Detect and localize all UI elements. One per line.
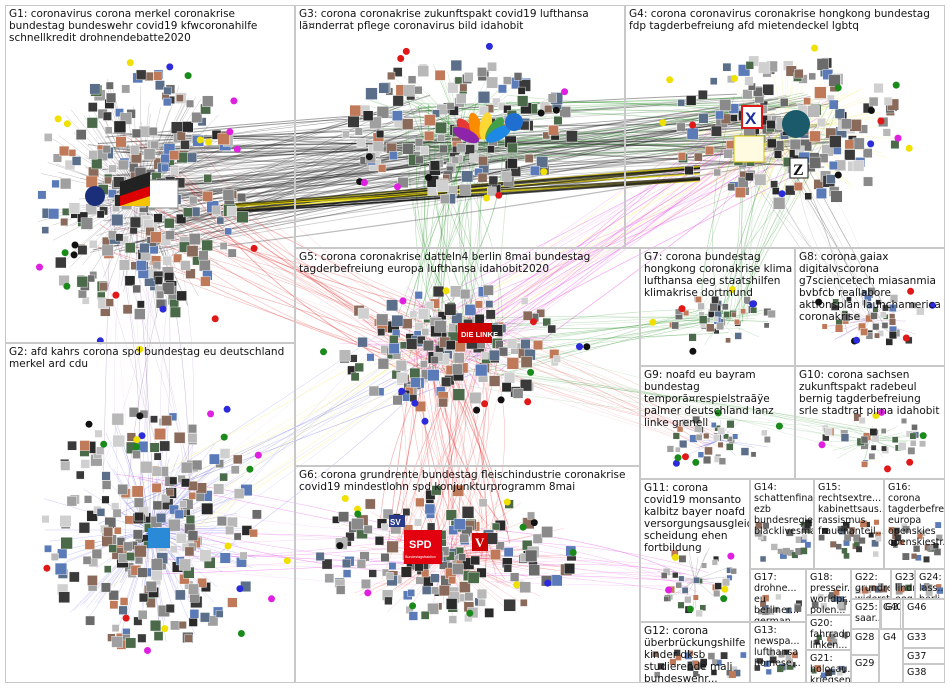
group-panel-g9: G9: noafd eu bayram bundestag temporã¤re…: [640, 366, 795, 479]
group-panel-g28: G28: [851, 629, 879, 655]
group-label-g24: G24: lass... berli...: [919, 572, 943, 599]
group-label-g29: G29: [855, 658, 874, 669]
group-panel-g3: G3: corona coronakrise zukunftspakt covi…: [295, 5, 625, 248]
group-label-g37: G37: [907, 651, 926, 662]
group-label-g44: G4: [883, 632, 896, 643]
group-label-g21: G21: holocau... kriegsen...: [810, 653, 849, 683]
group-panel-g20: G20: fahrradp... linken...: [806, 615, 851, 650]
group-panel-g1: G1: coronavirus corona merkel coronakris…: [5, 5, 295, 343]
group-panel-g5: G5: corona coronakrise datteln4 berlin 8…: [295, 248, 640, 466]
group-label-g8: G8: corona gaiax digitalvscorona g7scien…: [799, 251, 943, 323]
group-label-g2: G2: afd kahrs corona spd bundestag eu de…: [9, 346, 293, 370]
group-label-g25: G25: saar...: [855, 602, 879, 624]
group-label-g12: G12: corona überbrückungshilfe kinder dk…: [644, 625, 748, 683]
group-label-g38: G38: [907, 667, 926, 678]
group-label-g18: G18: presseir... worldpr... polen...: [810, 572, 849, 615]
group-panel-g29: G29: [851, 655, 879, 683]
group-label-g5: G5: corona coronakrise datteln4 berlin 8…: [299, 251, 638, 275]
group-label-g16: G16: corona tagderbefre... europa opensk…: [888, 482, 943, 548]
group-panel-g44: G4: [879, 629, 903, 683]
group-label-g7: G7: corona bundestag hongkong coronakris…: [644, 251, 793, 299]
group-panel-g21: G21: holocau... kriegsen...: [806, 650, 851, 683]
group-label-g11: G11: corona covid19 monsanto kalbitz bay…: [644, 482, 748, 554]
group-panel-g4: G4: corona coronavirus coronakrise hongk…: [625, 5, 945, 248]
group-label-g4: G4: corona coronavirus coronakrise hongk…: [629, 8, 943, 32]
group-panel-g38: G38: [903, 664, 945, 683]
group-label-g22: G22: grundre... widerst...: [855, 572, 889, 599]
group-panel-g2: G2: afd kahrs corona spd bundestag eu de…: [5, 343, 295, 683]
group-panel-g37: G37: [903, 648, 945, 664]
group-label-g46: G46: [907, 602, 926, 613]
group-label-g1: G1: coronavirus corona merkel coronakris…: [9, 8, 293, 44]
group-label-g10: G10: corona sachsen zukunftspakt radebeu…: [799, 369, 943, 417]
group-panel-g13: G13: newspa... lufthansa homese...: [750, 622, 806, 683]
group-label-g28: G28: [855, 632, 874, 643]
group-label-g40: G40: [883, 602, 899, 613]
group-label-g20: G20: fahrradp... linken...: [810, 618, 849, 650]
group-panel-g11: G11: corona covid19 monsanto kalbitz bay…: [640, 479, 750, 622]
group-panel-g10: G10: corona sachsen zukunftspakt radebeu…: [795, 366, 945, 479]
group-label-g23: G23: lindner eeg: [895, 572, 913, 599]
group-panel-g6: G6: corona grundrente bundestag fleischi…: [295, 466, 640, 683]
group-panel-g18: G18: presseir... worldpr... polen...: [806, 569, 851, 615]
group-panel-g22: G22: grundre... widerst...: [851, 569, 891, 599]
group-label-g17: G17: drohne... eu berliner... german nuc…: [754, 572, 804, 622]
group-panel-g8: G8: corona gaiax digitalvscorona g7scien…: [795, 248, 945, 366]
group-panel-g46: G46: [903, 599, 945, 629]
group-label-g6: G6: corona grundrente bundestag fleischi…: [299, 469, 638, 493]
group-panel-g17: G17: drohne... eu berliner... german nuc…: [750, 569, 806, 622]
group-label-g14: G14: schattenfinanz... ezb bundesregieru…: [754, 482, 812, 537]
group-label-g33: G33: [907, 632, 926, 643]
group-panel-g12: G12: corona überbrückungshilfe kinder dk…: [640, 622, 750, 683]
group-panel-g24: G24: lass... berli...: [915, 569, 945, 599]
group-panel-g23: G23: lindner eeg: [891, 569, 915, 599]
group-panel-g25: G25: saar...: [851, 599, 881, 629]
group-panel-g7: G7: corona bundestag hongkong coronakris…: [640, 248, 795, 366]
group-panel-g15: G15: rechtsextre... kabinettsaus... rass…: [814, 479, 884, 569]
group-panel-g14: G14: schattenfinanz... ezb bundesregieru…: [750, 479, 814, 569]
group-label-g9: G9: noafd eu bayram bundestag temporã¤re…: [644, 369, 793, 429]
group-panel-g40: G40: [879, 599, 901, 629]
group-label-g13: G13: newspa... lufthansa homese...: [754, 625, 804, 669]
group-label-g15: G15: rechtsextre... kabinettsaus... rass…: [818, 482, 882, 537]
group-label-g3: G3: corona coronakrise zukunftspakt covi…: [299, 8, 623, 32]
group-panel-g16: G16: corona tagderbefre... europa opensk…: [884, 479, 945, 569]
group-panel-g33: G33: [903, 629, 945, 648]
